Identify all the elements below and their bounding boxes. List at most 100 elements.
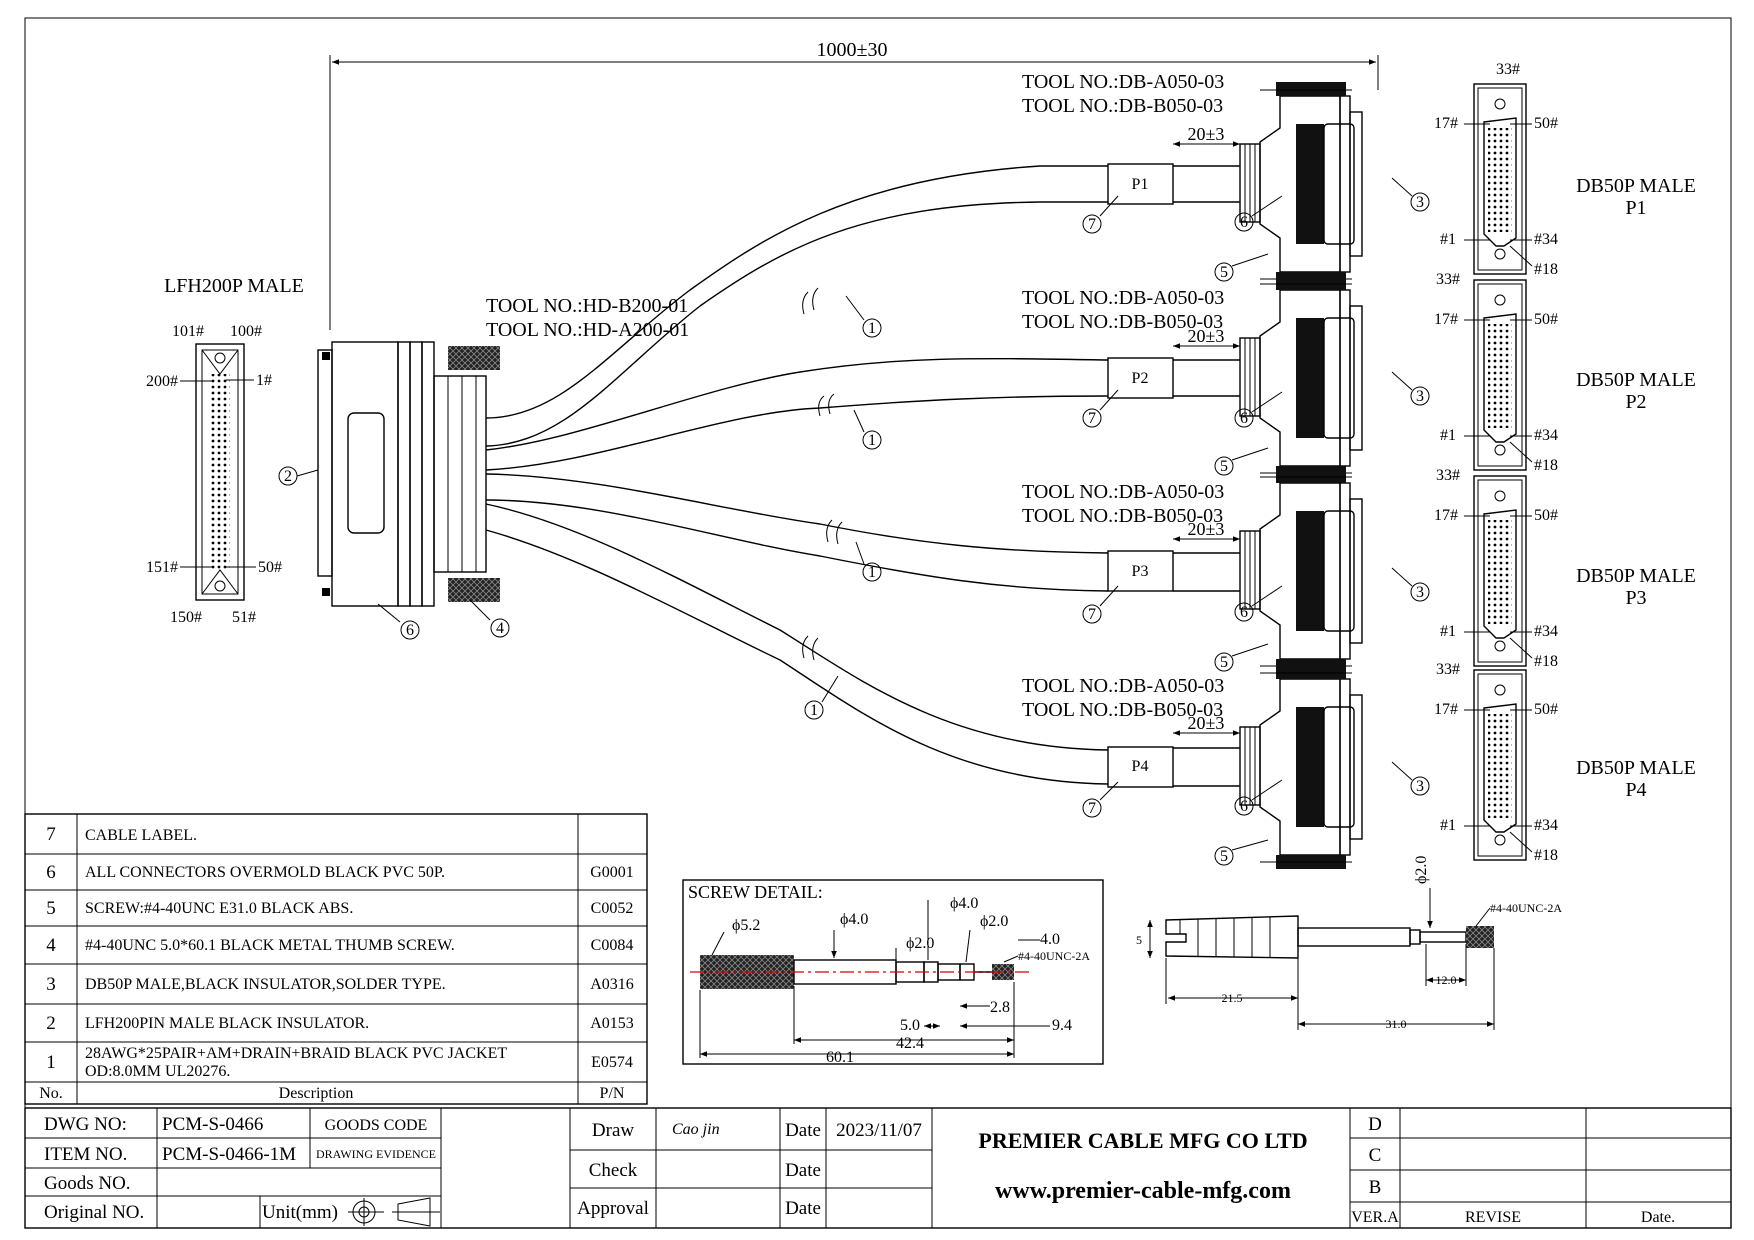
- svg-text:5: 5: [1220, 264, 1228, 281]
- projection-symbol-icon: [348, 1197, 440, 1227]
- svg-text:Check: Check: [589, 1160, 638, 1181]
- svg-text:6: 6: [1240, 798, 1248, 815]
- overall-length-label: 1000±30: [817, 39, 888, 61]
- svg-text:DB50P MALE: DB50P MALE: [1576, 369, 1696, 391]
- svg-text:P2: P2: [1132, 370, 1149, 387]
- svg-text:ITEM NO.: ITEM NO.: [44, 1144, 127, 1165]
- svg-text:ϕ4.0: ϕ4.0: [950, 895, 978, 912]
- svg-text:#18: #18: [1534, 261, 1558, 278]
- svg-text:2: 2: [46, 1013, 56, 1034]
- svg-text:DWG NO:: DWG NO:: [44, 1114, 127, 1135]
- tool-b-p3: TOOL NO.:DB-B050-03: [1022, 505, 1223, 527]
- svg-text:20±3: 20±3: [1188, 519, 1225, 539]
- db-connector-p4: P4 TOOL NO.:DB-A050-03 TOOL NO.:DB-B050-…: [1022, 664, 1363, 870]
- title-block: DWG NO: PCM-S-0466 GOODS CODE ITEM NO. P…: [24, 1107, 1732, 1229]
- svg-text:50#: 50#: [258, 559, 282, 576]
- svg-text:101#: 101#: [172, 323, 204, 340]
- svg-text:6: 6: [406, 622, 414, 639]
- svg-text:17#: 17#: [1434, 701, 1458, 718]
- lfh200-connector: TOOL NO.:HD-B200-01 TOOL NO.:HD-A200-01: [317, 295, 689, 607]
- svg-text:100#: 100#: [230, 323, 262, 340]
- svg-text:6: 6: [1240, 214, 1248, 231]
- svg-text:ϕ5.2: ϕ5.2: [732, 917, 760, 934]
- svg-text:#18: #18: [1534, 653, 1558, 670]
- callouts: 2 6 4 1 1 1 1 7 7 7 7 6 6 6 6 5 5 5: [278, 177, 1430, 866]
- svg-text:2: 2: [284, 468, 292, 485]
- svg-text:P4: P4: [1132, 758, 1149, 775]
- svg-text:#4-40UNC-2A: #4-40UNC-2A: [1490, 901, 1562, 915]
- svg-text:1: 1: [868, 320, 876, 337]
- svg-text:REVISE: REVISE: [1465, 1209, 1521, 1226]
- svg-text:DRAWING EVIDENCE: DRAWING EVIDENCE: [316, 1147, 436, 1161]
- screw-side-view: ϕ2.0 #4-40UNC-2A 5 12.0 21.5 31.0: [1136, 856, 1562, 1031]
- svg-text:33#: 33#: [1436, 271, 1460, 288]
- svg-text:1: 1: [46, 1052, 56, 1073]
- svg-text:4.0: 4.0: [1040, 931, 1060, 948]
- svg-text:9.4: 9.4: [1052, 1017, 1072, 1034]
- svg-text:33#: 33#: [1496, 61, 1520, 78]
- svg-text:4: 4: [46, 935, 56, 956]
- svg-text:P3: P3: [1132, 563, 1149, 580]
- svg-text:#18: #18: [1534, 847, 1558, 864]
- svg-text:#1: #1: [1440, 817, 1456, 834]
- svg-text:P1: P1: [1625, 197, 1646, 219]
- svg-text:G0001: G0001: [590, 864, 634, 881]
- svg-text:A0153: A0153: [590, 1015, 634, 1032]
- lfh200-face-view: LFH200P MALE 101# 100# 200# 1# 151# 50# …: [146, 275, 304, 626]
- svg-text:#34: #34: [1534, 623, 1558, 640]
- bom-no: 7: [46, 824, 56, 845]
- svg-text:200#: 200#: [146, 373, 178, 390]
- thumb-screw-top: [448, 346, 500, 370]
- svg-text:51#: 51#: [232, 609, 256, 626]
- tool-a-p4: TOOL NO.:DB-A050-03: [1022, 675, 1224, 697]
- svg-text:VER.A: VER.A: [1351, 1209, 1399, 1226]
- svg-text:LFH200PIN MALE BLACK INSULATOR: LFH200PIN MALE BLACK INSULATOR.: [85, 1015, 369, 1032]
- svg-text:17#: 17#: [1434, 311, 1458, 328]
- tool-b-p4: TOOL NO.:DB-B050-03: [1022, 699, 1223, 721]
- svg-text:DB50P MALE: DB50P MALE: [1576, 175, 1696, 197]
- company-name: PREMIER CABLE MFG CO LTD: [978, 1128, 1307, 1153]
- tool-a-p2: TOOL NO.:DB-A050-03: [1022, 287, 1224, 309]
- svg-text:7: 7: [1088, 606, 1096, 623]
- svg-text:D: D: [1368, 1114, 1382, 1135]
- svg-text:31.0: 31.0: [1386, 1017, 1407, 1031]
- svg-text:50#: 50#: [1534, 311, 1558, 328]
- svg-text:7: 7: [1088, 410, 1096, 427]
- svg-text:5: 5: [1220, 458, 1228, 475]
- tool-a-p1: TOOL NO.:DB-A050-03: [1022, 71, 1224, 93]
- svg-text:#4-40UNC 5.0*60.1 BLACK METAL: #4-40UNC 5.0*60.1 BLACK METAL THUMB SCRE…: [85, 937, 455, 954]
- svg-text:20±3: 20±3: [1188, 713, 1225, 733]
- svg-text:33#: 33#: [1436, 467, 1460, 484]
- svg-text:Original NO.: Original NO.: [44, 1202, 144, 1223]
- bom-header-desc: Description: [279, 1085, 354, 1102]
- cable-branches: [485, 165, 1240, 787]
- svg-text:150#: 150#: [170, 609, 202, 626]
- svg-text:17#: 17#: [1434, 115, 1458, 132]
- bom-header-no: No.: [39, 1085, 63, 1102]
- svg-text:Draw: Draw: [592, 1120, 634, 1141]
- svg-text:60.1: 60.1: [826, 1049, 854, 1066]
- svg-text:21.5: 21.5: [1222, 991, 1243, 1005]
- svg-text:3: 3: [46, 974, 56, 995]
- svg-text:Approval: Approval: [577, 1198, 649, 1219]
- cable-label-p2: [1107, 357, 1174, 399]
- screw-detail-title: SCREW DETAIL:: [688, 882, 823, 902]
- drawing-date: 2023/11/07: [836, 1120, 922, 1141]
- svg-text:1#: 1#: [256, 372, 272, 389]
- cable-label-p1: [1107, 163, 1174, 205]
- svg-text:151#: 151#: [146, 559, 178, 576]
- svg-text:P3: P3: [1625, 587, 1646, 609]
- screw-detail: SCREW DETAIL: ϕ5.2 ϕ4.0 ϕ4.0 ϕ2.0 ϕ2.0 4…: [682, 879, 1104, 1066]
- svg-text:20±3: 20±3: [1188, 124, 1225, 144]
- tool-b-p2: TOOL NO.:DB-B050-03: [1022, 311, 1223, 333]
- svg-text:42.4: 42.4: [896, 1035, 924, 1052]
- unit-label: Unit(mm): [262, 1202, 338, 1223]
- svg-text:P2: P2: [1625, 391, 1646, 413]
- svg-text:50#: 50#: [1534, 701, 1558, 718]
- svg-text:P4: P4: [1625, 779, 1646, 801]
- svg-text:#18: #18: [1534, 457, 1558, 474]
- svg-text:#1: #1: [1440, 231, 1456, 248]
- svg-text:ϕ2.0: ϕ2.0: [906, 935, 934, 952]
- bom-rows: 7 CABLE LABEL. 6 ALL CONNECTORS OVERMOLD…: [39, 824, 634, 1102]
